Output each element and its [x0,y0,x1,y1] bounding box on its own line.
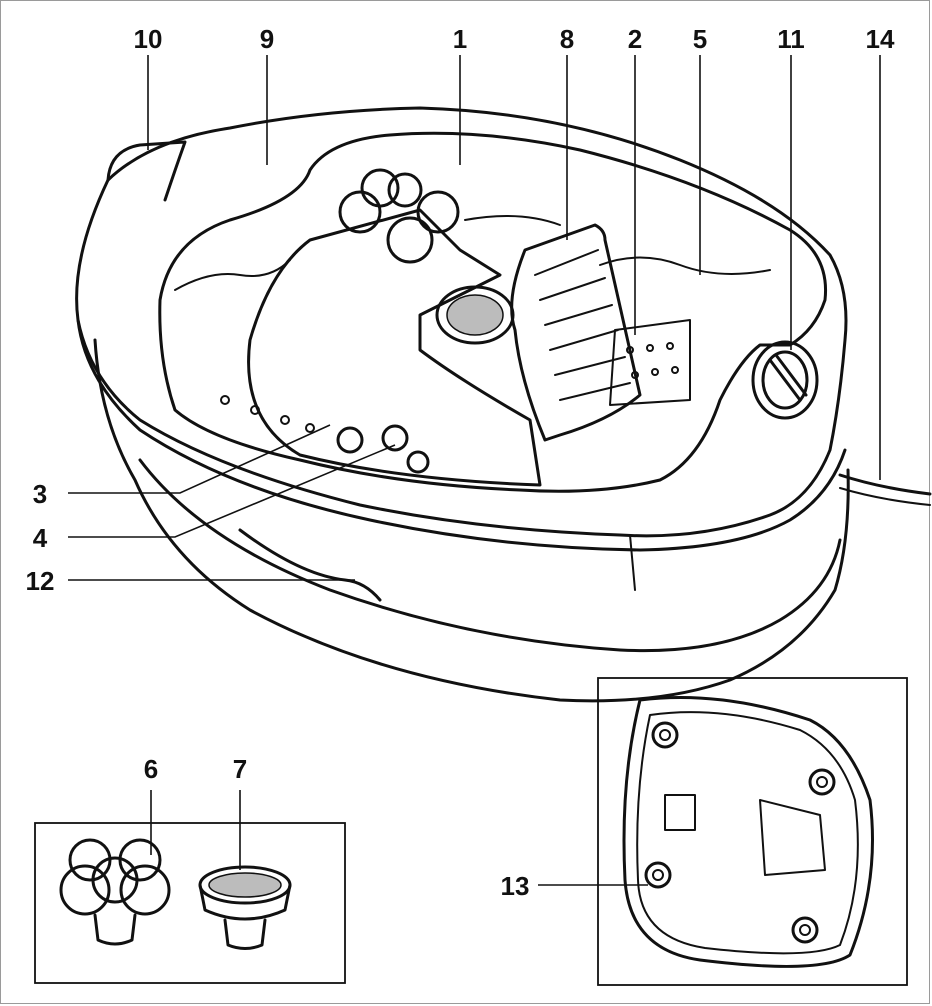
pumice-mounted [435,285,515,345]
callout-10: 10 [134,24,163,54]
roller-attachment-mounted [338,168,460,264]
leader-lines [68,55,881,886]
callout-9: 9 [260,24,274,54]
callout-12: 12 [26,566,55,596]
pumice-attachment [198,865,292,950]
base-housing [93,338,850,703]
callout-7: 7 [233,754,247,784]
inner-basin [158,131,828,493]
outer-rim [75,106,848,538]
rotary-dial [751,340,819,420]
feet [644,721,836,944]
callout-6: 6 [144,754,158,784]
foot-bath-unit [75,106,932,703]
callout-3: 3 [33,479,47,509]
underside-view [622,696,874,968]
base-step [238,528,382,602]
control-buttons [336,424,430,474]
callout-4: 4 [33,523,48,553]
underside-inset [597,677,908,986]
massage-platform [247,208,542,487]
attachments-inset [34,822,346,984]
pedicure-pad [510,223,642,442]
callout-14: 14 [866,24,895,54]
callout-13: 13 [501,871,530,901]
callout-1: 1 [453,24,467,54]
callout-11: 11 [777,24,805,54]
callout-5: 5 [693,24,707,54]
bubble-jets [609,319,691,406]
side-jets [220,395,315,433]
callout-labels: 10 9 1 8 2 5 11 14 3 4 12 6 7 13 [26,24,895,901]
roller-attachment [59,838,171,946]
callout-2: 2 [628,24,642,54]
carry-handle [106,140,187,202]
callout-8: 8 [560,24,574,54]
